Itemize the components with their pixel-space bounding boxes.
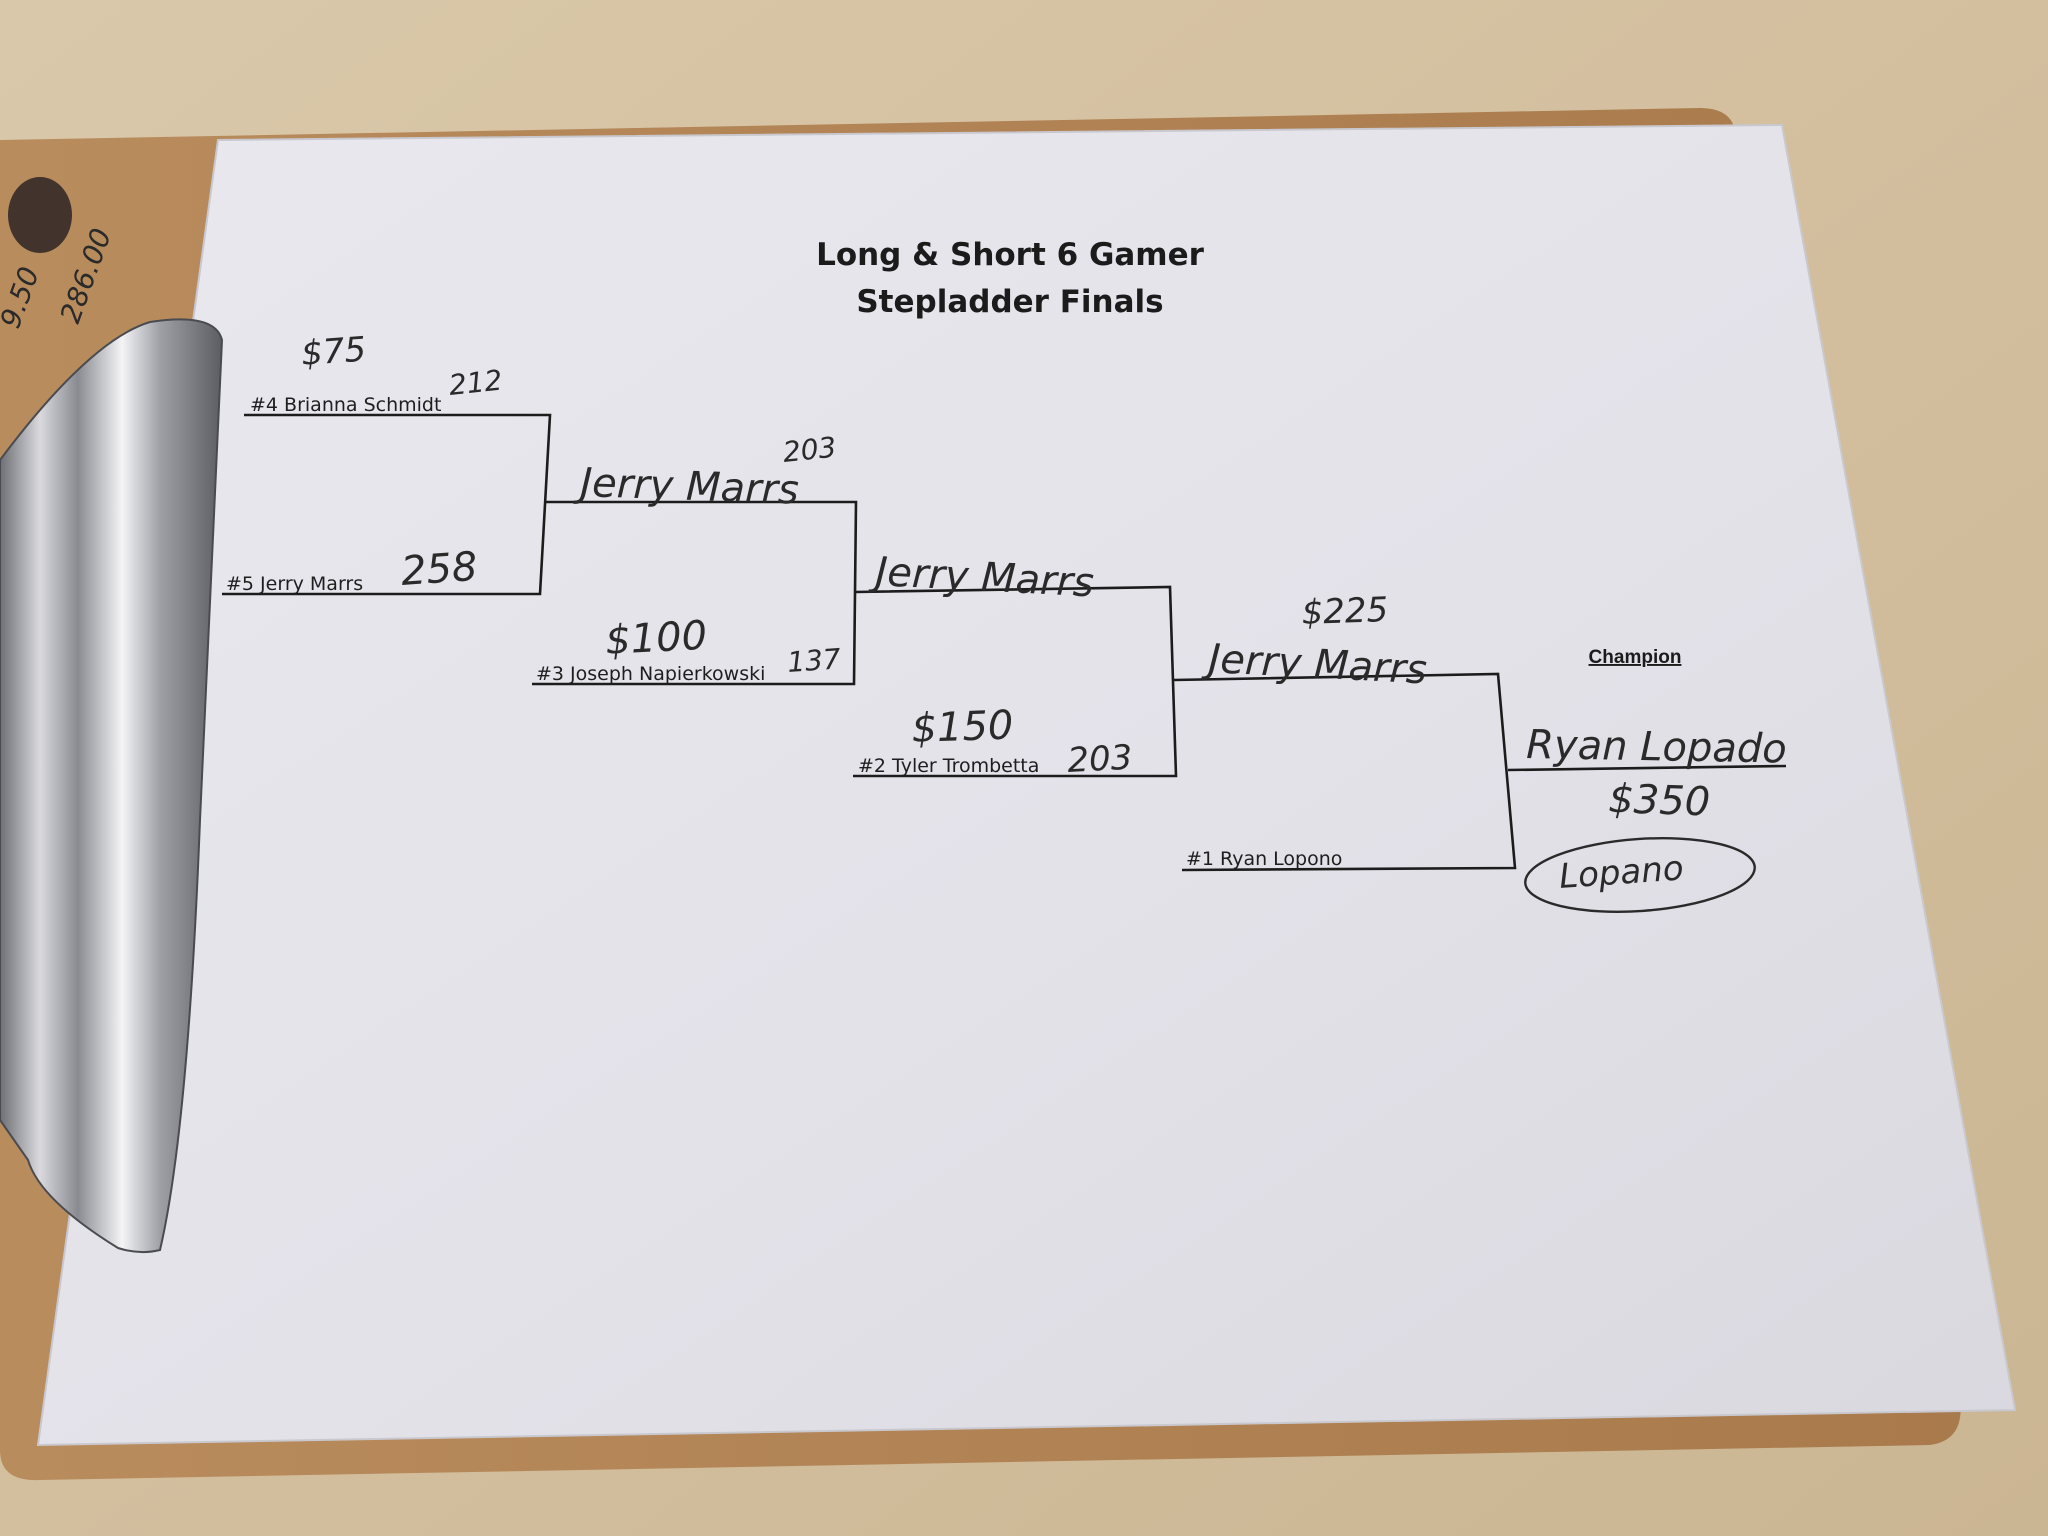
score-seed-2: 203 — [1066, 738, 1133, 781]
bracket-champion-line — [1507, 764, 1787, 772]
score-seed-4: 212 — [447, 364, 504, 402]
ink-blot — [8, 177, 72, 253]
clipboard-clip — [0, 318, 224, 1254]
champion-prize: $350 — [1608, 776, 1711, 826]
winner-round-1: Jerry Marrs — [573, 460, 800, 514]
score-seed-3: 137 — [786, 642, 842, 679]
paper-sheet — [36, 123, 2017, 1447]
champion-heading: Champion — [1589, 647, 1682, 668]
circled-name: Lopano — [1558, 848, 1685, 897]
bracket-round1 — [222, 413, 552, 596]
winner-round-1-score: 203 — [781, 431, 838, 469]
title-line-1: Long & Short 6 Gamer — [816, 237, 1205, 273]
bracket-round3 — [853, 585, 1178, 778]
seed-2-label: #2 Tyler Trombetta — [858, 755, 1039, 777]
seed-5-label: #5 Jerry Marrs — [226, 573, 363, 595]
champion-name: Ryan Lopado — [1526, 722, 1787, 773]
prize-runner-up: $225 — [1301, 590, 1389, 633]
bracket-lines — [222, 413, 1787, 872]
score-seed-5: 258 — [399, 544, 478, 595]
seed-1-label: #1 Ryan Lopono — [1186, 848, 1342, 870]
bracket-round4 — [1173, 672, 1517, 872]
prize-seed-3: $100 — [604, 613, 708, 664]
circled-name-loop — [1524, 837, 1756, 913]
title-line-2: Stepladder Finals — [856, 284, 1163, 320]
prize-seed-4: $75 — [300, 330, 368, 374]
bracket-round2 — [532, 500, 858, 686]
seed-4-label: #4 Brianna Schmidt — [250, 394, 441, 416]
prize-seed-2: $150 — [911, 702, 1014, 752]
seed-3-label: #3 Joseph Napierkowski — [536, 663, 765, 685]
